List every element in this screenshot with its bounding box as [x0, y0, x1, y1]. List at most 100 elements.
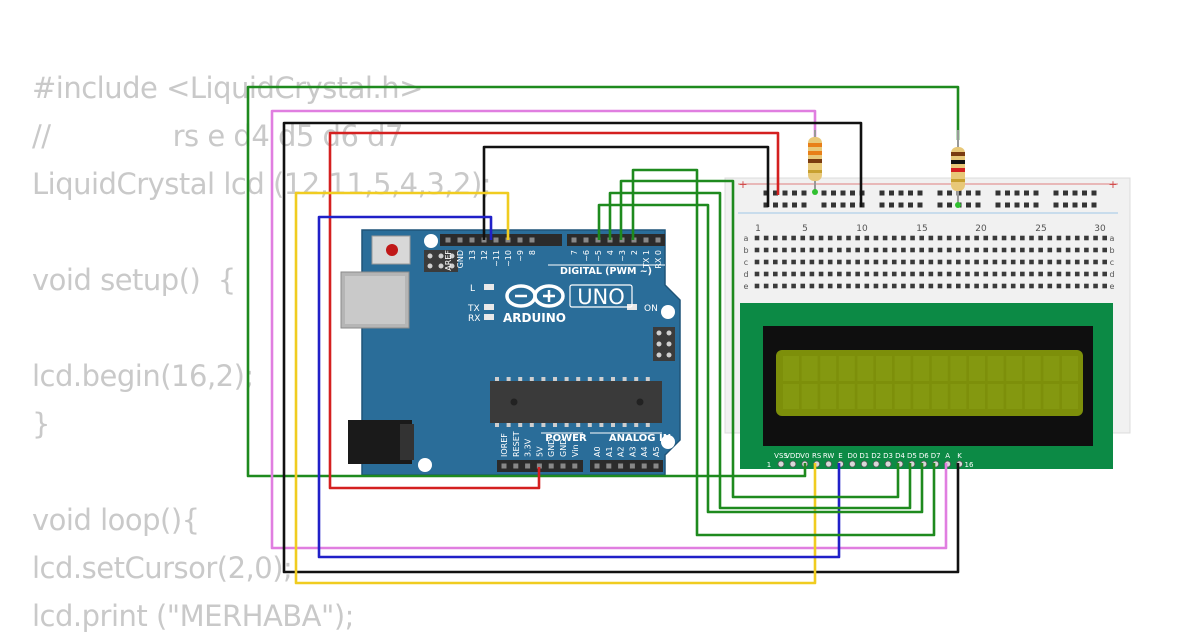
rail-hole	[831, 202, 836, 208]
rail-hole	[831, 190, 836, 196]
breadboard-hole	[763, 247, 769, 253]
breadboard-hole	[1038, 235, 1043, 241]
row-letter: a	[744, 234, 749, 243]
breadboard-hole	[974, 271, 979, 277]
breadboard-hole	[937, 259, 943, 265]
breadboard-hole	[1010, 235, 1016, 241]
lcd-pin-label: D4	[895, 452, 905, 460]
header-pin[interactable]	[571, 237, 577, 243]
header-pin[interactable]	[493, 237, 499, 243]
breadboard-hole	[928, 283, 934, 289]
code-line: lcd.begin(16,2);	[32, 359, 254, 393]
breadboard-hole	[791, 235, 796, 241]
wire-red-5v[interactable]	[328, 131, 780, 490]
breadboard-hole	[1074, 235, 1080, 241]
header-pin[interactable]	[583, 237, 589, 243]
rail-hole	[792, 190, 797, 196]
breadboard-hole	[809, 247, 815, 253]
rail-hole	[1072, 202, 1078, 208]
breadboard-hole	[1093, 247, 1098, 253]
header-pin[interactable]	[618, 463, 624, 469]
wire-green-d5[interactable]	[619, 179, 900, 499]
lcd-pin[interactable]	[825, 460, 832, 468]
header-pin[interactable]	[643, 237, 649, 243]
chip-pin	[599, 423, 604, 427]
lcd-pin[interactable]	[860, 460, 868, 468]
wire-black-outer[interactable]	[282, 121, 960, 574]
breadboard-hole	[983, 235, 989, 241]
lcd-pin-label: D0	[847, 452, 857, 460]
breadboard-hole	[791, 283, 796, 289]
lcd-cell	[838, 384, 855, 409]
lcd-pin[interactable]	[789, 460, 797, 468]
header-pin[interactable]	[517, 237, 523, 243]
breadboard-hole	[1001, 271, 1007, 277]
rail-hole	[1033, 202, 1039, 208]
row-letter: a	[1110, 234, 1115, 243]
header-pin[interactable]	[469, 237, 475, 243]
wire-blue-e[interactable]	[317, 215, 841, 559]
breadboard-hole	[800, 259, 806, 265]
header-pin[interactable]	[594, 463, 600, 469]
wire-green-d7[interactable]	[597, 203, 924, 514]
header-pin[interactable]	[513, 463, 519, 469]
header-pin[interactable]	[445, 237, 451, 243]
header-pin[interactable]	[536, 463, 542, 469]
icsp-header-small	[424, 250, 458, 272]
wire-yellow-rs[interactable]	[294, 191, 817, 585]
wire-green-d4[interactable]	[631, 168, 936, 537]
breadboard-hole	[928, 271, 934, 277]
row-letter: c	[1110, 258, 1114, 267]
breadboard-hole	[937, 235, 943, 241]
header-pin[interactable]	[501, 463, 507, 469]
lcd-pin[interactable]	[849, 460, 856, 468]
breadboard-hole	[983, 247, 989, 253]
breadboard-hole	[891, 247, 897, 253]
rail-hole	[782, 190, 788, 196]
wire-green-d6[interactable]	[608, 191, 912, 510]
resistor-right[interactable]	[951, 130, 965, 208]
header-pin[interactable]	[572, 463, 578, 469]
breadboard-hole	[855, 235, 860, 241]
power-pin-label: IOREF	[500, 433, 509, 457]
breadboard-hole	[1038, 283, 1043, 289]
lcd-pin[interactable]	[884, 460, 892, 468]
resistor-band	[951, 160, 965, 164]
resistor-left[interactable]	[808, 130, 822, 195]
rail-hole	[898, 190, 904, 196]
header-pin[interactable]	[641, 463, 647, 469]
breadboard-hole	[1084, 247, 1089, 253]
breadboard-hole	[919, 271, 924, 277]
header-pin[interactable]	[525, 463, 531, 469]
rail-hole	[850, 190, 855, 196]
wire-green-resistor[interactable]	[246, 85, 960, 478]
wire-pink[interactable]	[270, 109, 948, 550]
reset-button[interactable]	[371, 235, 411, 265]
power-label: POWER	[545, 433, 587, 444]
header-pin[interactable]	[629, 463, 635, 469]
led-tx	[484, 304, 494, 310]
header-pin[interactable]	[560, 463, 566, 469]
header-pin[interactable]	[655, 237, 661, 243]
lcd-pin[interactable]	[777, 460, 785, 468]
lcd-cell	[1006, 384, 1023, 409]
lcd-pin[interactable]	[872, 460, 880, 468]
breadboard-hole	[1084, 271, 1089, 277]
breadboard-hole	[809, 271, 815, 277]
led-tx-label: TX	[467, 304, 480, 314]
header-pin[interactable]	[457, 237, 463, 243]
header-pin[interactable]	[606, 463, 612, 469]
breadboard-hole	[983, 259, 989, 265]
lcd-pin-label: RS	[812, 452, 822, 460]
header-pin[interactable]	[653, 463, 659, 469]
header-pin[interactable]	[548, 463, 554, 469]
chip-pin	[645, 423, 650, 427]
lcd-pin-label: VSS	[774, 452, 788, 460]
breadboard-hole	[1056, 283, 1062, 289]
header-pin[interactable]	[529, 237, 535, 243]
rail-hole	[801, 202, 807, 208]
rail-hole	[947, 202, 952, 208]
lcd-pin-last: 16	[965, 461, 974, 469]
